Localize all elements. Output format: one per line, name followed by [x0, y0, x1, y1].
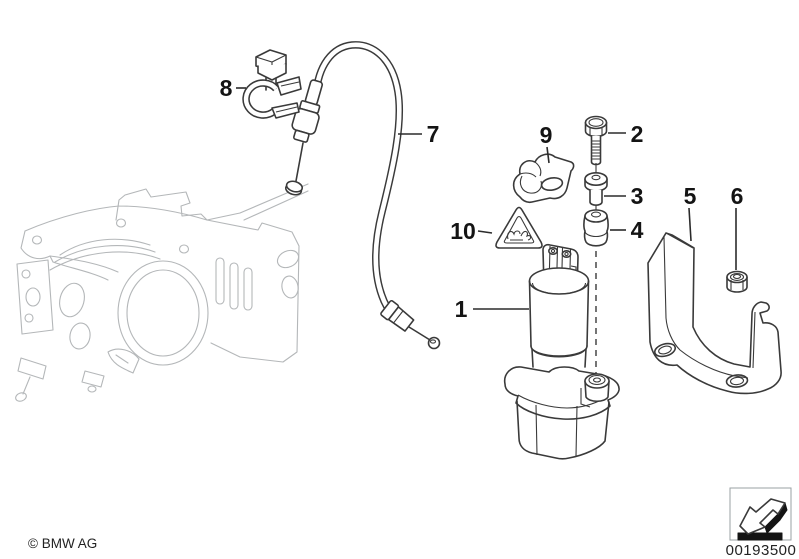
diagram-ref: 00193500: [726, 487, 797, 559]
spacer-sleeve: [584, 172, 608, 211]
callout-9[interactable]: 9: [540, 122, 553, 148]
callout-4[interactable]: 4: [631, 217, 644, 243]
callout-5[interactable]: 5: [684, 183, 697, 209]
callout-7[interactable]: 7: [427, 121, 440, 147]
cable-ferrule: [380, 299, 415, 332]
leader-lines: [236, 87, 737, 310]
holder-bracket: [512, 153, 575, 204]
hex-nut: [726, 270, 748, 293]
hex-bolt: [584, 115, 608, 172]
callout-10[interactable]: 10: [450, 218, 476, 244]
callout-2[interactable]: 2: [631, 121, 644, 147]
warning-triangle-label: [495, 206, 543, 249]
callout-1[interactable]: 1: [455, 296, 468, 322]
mounting-bracket: [647, 232, 782, 395]
diagram-number: 00193500: [726, 542, 797, 559]
cable-clip: [242, 49, 302, 119]
copyright-notice: © BMW AG: [28, 536, 97, 551]
rubber-bushing: [583, 209, 609, 247]
callout-6[interactable]: 6: [731, 183, 744, 209]
callout-3[interactable]: 3: [631, 183, 644, 209]
actuator-unit: [503, 243, 620, 460]
bowden-cable: [284, 41, 441, 350]
callout-8[interactable]: 8: [220, 75, 233, 101]
cable-end-disc: [284, 180, 304, 196]
throttle-body-ghost: [15, 183, 309, 402]
back-arrow-icon[interactable]: [737, 498, 788, 541]
cable-adjuster-fitting: [291, 79, 324, 143]
